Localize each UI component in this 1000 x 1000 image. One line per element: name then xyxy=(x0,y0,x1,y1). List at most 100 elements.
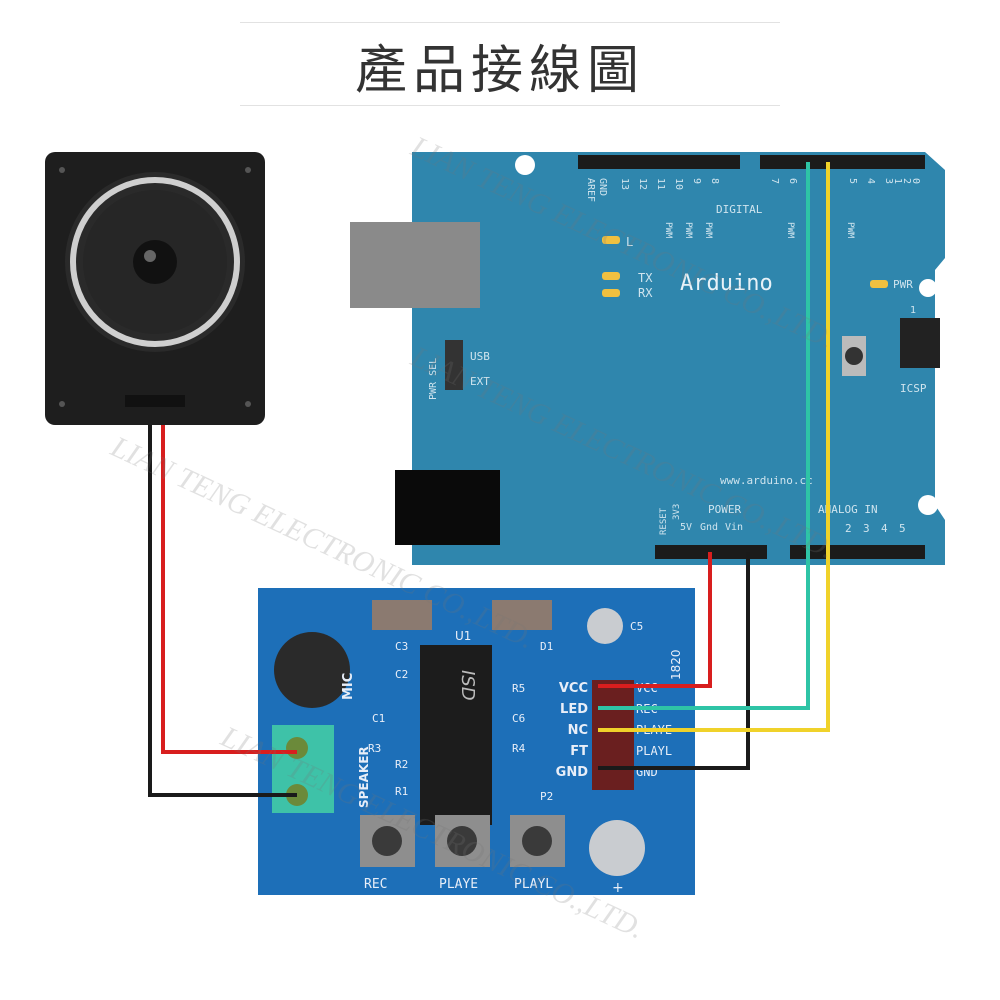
pin-label-3v3: 3V3 xyxy=(672,504,682,520)
component-label: R5 xyxy=(512,682,525,695)
wire-vcc-red xyxy=(598,552,712,688)
button-label: REC xyxy=(364,877,387,892)
top-pin-label: 5 xyxy=(847,178,858,184)
wire-speaker-red xyxy=(161,425,297,754)
component-label: P2 xyxy=(540,790,553,803)
ext-label: EXT xyxy=(470,375,490,388)
top-pin-label: 9 xyxy=(691,178,702,184)
pwm-label: PWM xyxy=(663,222,673,239)
chip-label: ISD xyxy=(457,670,478,701)
digital-header-2 xyxy=(760,155,925,169)
top-pin-label: 11 xyxy=(655,178,666,190)
switch-2 xyxy=(492,600,552,630)
rx-label: RX xyxy=(638,286,653,300)
component-label: C2 xyxy=(395,668,408,681)
pin-label-gnd: Gnd xyxy=(700,522,718,533)
pwr-sel-jumper xyxy=(445,340,463,390)
title-rule-top xyxy=(240,22,780,23)
component-label: R4 xyxy=(512,742,526,755)
module-pin-label-gnd: GND xyxy=(556,765,589,780)
button-label: PLAYL xyxy=(514,877,553,892)
top-pin-label: 12 xyxy=(637,178,648,190)
led-l-label: L xyxy=(626,235,633,249)
switch-1 xyxy=(372,600,432,630)
capacitor-c5 xyxy=(587,608,623,644)
wire-led-teal xyxy=(598,162,810,710)
chip-ref: U1 xyxy=(455,629,471,643)
power-label: POWER xyxy=(708,503,741,516)
isd-chip xyxy=(420,645,492,825)
top-pin-label: 6 xyxy=(787,178,798,184)
button-cap xyxy=(522,826,552,856)
icsp-header xyxy=(900,318,940,368)
component-label: C3 xyxy=(395,640,408,653)
component-label: R2 xyxy=(395,758,408,771)
arduino-brand: Arduino xyxy=(680,271,773,296)
pwr-sel-label: PWR SEL xyxy=(428,358,439,400)
top-pin-label: 13 xyxy=(619,178,630,190)
component-label: C5 xyxy=(630,620,643,633)
capacitor-large xyxy=(589,820,645,876)
top-pin-label: 2 xyxy=(901,178,912,184)
top-pin-label: 8 xyxy=(709,178,720,184)
tx-label: TX xyxy=(638,271,653,285)
wire-speaker-black xyxy=(148,425,297,797)
analog-pin-label: 5 xyxy=(899,522,906,535)
analog-header xyxy=(790,545,925,559)
plus-label: + xyxy=(612,880,624,896)
analog-pin-label: 4 xyxy=(881,522,888,535)
top-pin-label: 0 xyxy=(910,178,921,184)
component-label: R3 xyxy=(368,742,381,755)
pwm-label: PWM xyxy=(683,222,693,239)
top-pin-label: 4 xyxy=(865,178,876,184)
pin-label-vin: Vin xyxy=(725,522,743,533)
module-pin-right-label: PLAYL xyxy=(636,744,672,758)
wires xyxy=(148,162,830,797)
pwm-label: PWM xyxy=(703,222,713,239)
wire-gnd-black xyxy=(598,552,750,770)
usb-port xyxy=(350,222,480,308)
speaker xyxy=(45,152,265,425)
module-pin-label-led: LED xyxy=(560,702,588,717)
title-rule-bottom xyxy=(240,105,780,106)
top-pin-label: 3 xyxy=(883,178,894,184)
pin-label-5v: 5V xyxy=(680,522,692,533)
icsp-label: ICSP xyxy=(900,382,927,395)
pwr-led-label: PWR xyxy=(893,278,913,291)
page-title: 產品接線圖 xyxy=(354,41,645,101)
microphone xyxy=(274,632,350,708)
pwm-label: PWM xyxy=(785,222,795,239)
top-pin-label: 7 xyxy=(769,178,780,184)
component-label: R1 xyxy=(395,785,408,798)
digital-label: DIGITAL xyxy=(716,203,763,216)
button-cap xyxy=(447,826,477,856)
mic-label: MIC xyxy=(341,673,356,700)
pin-header xyxy=(592,680,634,790)
button-cap xyxy=(372,826,402,856)
wire-nc-yellow xyxy=(598,162,830,732)
top-pin-label: 1 xyxy=(892,178,903,184)
component-label: C1 xyxy=(372,712,385,725)
module-pin-label-nc: NC xyxy=(568,723,588,738)
power-jack xyxy=(395,470,500,545)
top-pin-label: AREF xyxy=(585,178,596,202)
arduino-url: www.arduino.cc xyxy=(720,474,813,487)
pwm-label: PWM xyxy=(845,222,855,239)
analog-label: ANALOG IN xyxy=(818,503,878,516)
speaker-label: SPEAKER xyxy=(357,746,371,808)
usb-label: USB xyxy=(470,350,490,363)
icsp-pin1-label: 1 xyxy=(910,305,916,316)
button-label: PLAYE xyxy=(439,877,478,892)
analog-pin-label: 2 xyxy=(845,522,852,535)
component-label: C6 xyxy=(512,712,525,725)
analog-pin-label: 3 xyxy=(863,522,870,535)
top-pin-label: GND xyxy=(597,178,608,196)
module-pin-label-vcc: VCC xyxy=(559,681,588,696)
digital-header-1 xyxy=(578,155,740,169)
component-label: D1 xyxy=(540,640,553,653)
top-pin-label: 10 xyxy=(673,178,684,190)
module-pin-label-ft: FT xyxy=(570,744,588,759)
pin-label-reset: RESET xyxy=(659,507,669,535)
